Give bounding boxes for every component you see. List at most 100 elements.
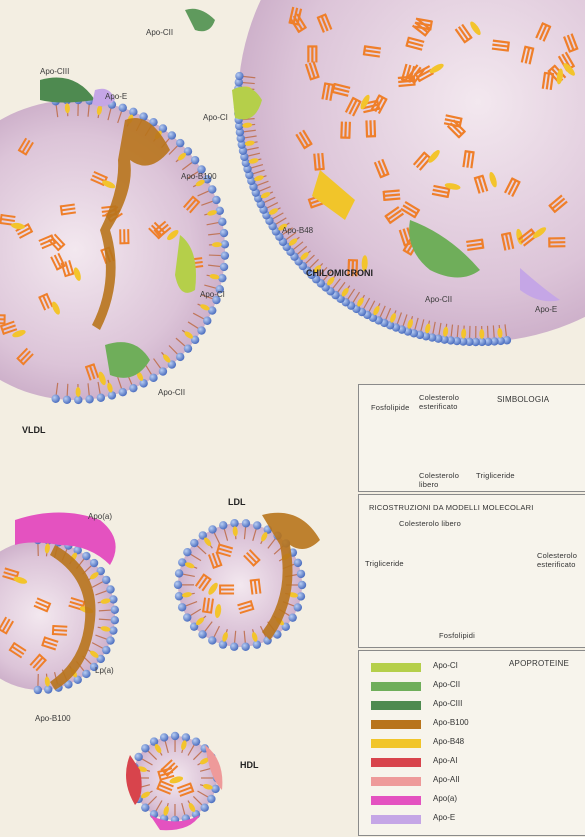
phospholipid-head [219,640,227,648]
fosfolipidi-label: Fosfolipidi [439,631,475,640]
phospholipid-head [178,603,186,611]
phospholipid-head [208,636,216,644]
triglyceride-molecule [364,45,381,57]
phospholipid-head [212,196,220,204]
phospholipid-head [208,306,216,314]
hdl-particle [126,732,222,830]
triglyceride-molecule [53,625,68,636]
apoproteine-title: APOPROTEINE [509,659,569,668]
ricostruzioni-title: RICOSTRUZIONI DA MODELLI MOLECOLARI [369,503,534,512]
legend-swatch [371,796,421,805]
phospholipid-head [160,733,168,741]
triglyceride-molecule [307,46,317,62]
apo-ciii-label: Apo-CIII [40,67,69,76]
phospholipid-head [174,581,182,589]
phospholipid-head [294,603,302,611]
triglyceride-molecule [119,229,129,243]
phospholipid-head [192,737,200,745]
legend-swatch [371,720,421,729]
phospholipid-head [102,646,110,654]
phospholipid-head [208,525,216,533]
ldl-label: LDL [228,497,246,507]
apoproteine-panel: APOPROTEINE Apo-CIApo-CIIApo-CIIIApo-B10… [358,650,585,836]
phospholipid-head [297,592,305,600]
phospholipid-head [176,353,184,361]
phospholipid-head [200,804,208,812]
hdl-label: HDL [240,760,259,770]
triglyceride-molecule [492,40,509,52]
chylomicron-particle [185,0,585,350]
phospholipid-head [218,274,226,282]
phospholipid-head [171,732,179,740]
legend-label: Apo-CI [433,661,458,670]
triglyceride-molecule [466,239,483,251]
legend-swatch [371,701,421,710]
triglyceride-molecule [542,73,554,90]
phospholipid-head [190,539,198,547]
phospholipid-head [297,570,305,578]
phospholipid-head [191,156,199,164]
legend-swatch [371,758,421,767]
phospholipid-head [129,384,137,392]
phospholipid-head [168,131,176,139]
phospholipid-head [159,367,167,375]
phospholipid-head [63,396,71,404]
phospholipid-head [106,585,114,593]
trigliceride-label: Trigliceride [365,559,404,568]
legend-swatch [371,777,421,786]
apo-b48-label: Apo-B48 [282,226,313,235]
chilomicroni-label: CHILOMICRONI [306,268,373,278]
phospholipid-head [294,559,302,567]
phospholipid-head [203,317,211,325]
legend-label: Apo-CII [433,680,460,689]
phospholipid-head [111,616,119,624]
phospholipid-head [230,643,238,651]
phospholipid-head [51,395,59,403]
phospholipid-head [129,108,137,116]
phospholipid-head [298,581,306,589]
phospholipid-head [216,207,224,215]
apo-cii-label: Apo-CII [425,295,452,304]
triglyceride-molecule [365,120,376,136]
phospholipid-head [221,251,229,259]
legend-label: Apo-E [433,813,455,822]
phospholipid-head [183,613,191,621]
phospholipid-head [119,104,127,112]
phospholipid-head [207,795,215,803]
phospholipid-head [197,326,205,334]
fosfolipide-label: Fosfolipide [371,403,409,412]
triglyceride-molecule [61,203,76,215]
legend-label: Apo-B48 [433,737,464,746]
phospholipid-head [230,519,238,527]
simbologia-panel: SIMBOLOGIA Fosfolipide Colesterolo ester… [358,384,585,492]
phospholipid-head [220,229,228,237]
phospholipid-head [183,548,191,556]
phospholipid-head [208,185,216,193]
phospholipid-head [198,630,206,638]
phospholipid-head [82,552,90,560]
phospholipid-head [111,606,119,614]
phospholipid-head [219,521,227,529]
triglyceride-molecule [384,190,401,201]
phospholipid-head [175,592,183,600]
phospholipid-head [141,744,149,752]
apo-ci-label: Apo-CI [203,113,228,122]
phospholipid-head [97,394,105,402]
phospholipid-head [241,643,249,651]
phospholipid-head [149,374,157,382]
apo-e-label: Apo-E [105,92,127,101]
phospholipid-head [184,344,192,352]
apo-b100-label: Apo-B100 [181,172,217,181]
triglyceride-molecule [462,151,474,168]
legend-label: Apo(a) [433,794,457,803]
phospholipid-head [106,636,114,644]
simbologia-title: SIMBOLOGIA [497,395,549,404]
phospholipid-head [178,558,186,566]
apo-a-label: Apo(a) [88,512,112,521]
apo-cii-label: Apo-CII [146,28,173,37]
phospholipid-head [141,803,149,811]
phospholipid-head [109,626,117,634]
phospholipid-head [119,388,127,396]
phospholipid-head [102,576,110,584]
legend-swatch [371,663,421,672]
